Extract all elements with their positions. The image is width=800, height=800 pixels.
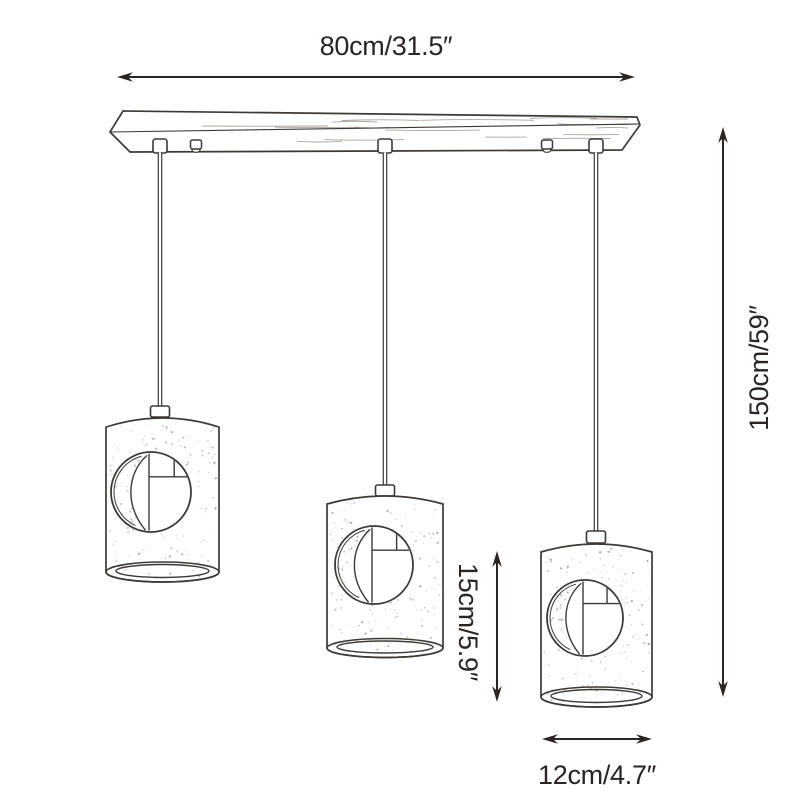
pendant-left	[105, 152, 220, 583]
width-dimension-label: 80cm/31.5″	[320, 31, 453, 61]
shade-diameter-dimension: 12cm/4.7″	[538, 734, 657, 790]
mounting-hardware	[152, 138, 604, 154]
drop-height-dimension: 150cm/59″	[718, 127, 774, 697]
drop-height-dimension-arrow	[718, 127, 728, 697]
width-dimension: 80cm/31.5″	[117, 31, 635, 82]
shade-diameter-dimension-label: 12cm/4.7″	[538, 760, 657, 790]
shade-height-dimension-label: 15cm/5.9″	[453, 563, 483, 682]
pendant-center	[326, 152, 444, 659]
drop-height-dimension-label: 150cm/59″	[744, 305, 774, 431]
shade-height-dimension: 15cm/5.9″	[453, 551, 502, 702]
width-dimension-arrow	[117, 72, 635, 82]
pendant-right	[540, 152, 653, 708]
shade-height-dimension-arrow	[492, 551, 502, 702]
shade-diameter-dimension-arrow	[542, 734, 652, 744]
ceiling-bar	[109, 110, 641, 153]
